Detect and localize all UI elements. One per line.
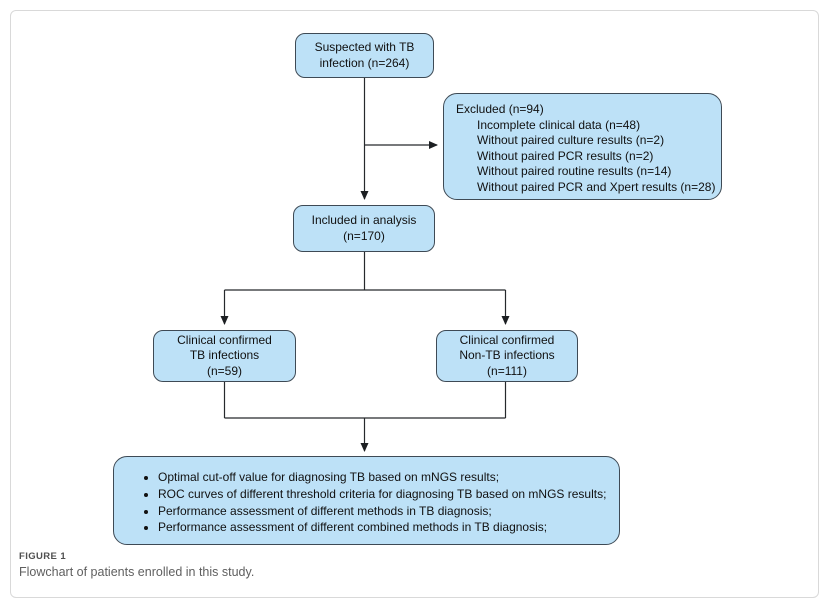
suspected-tb-line-1: Suspected with TB [314,40,415,54]
non-tb-confirmed-box: Clinical confirmed Non-TB infections (n=… [436,330,578,382]
tb-confirmed-line-2: TB infections [189,348,260,363]
figure-caption: FIGURE 1 Flowchart of patients enrolled … [19,551,254,579]
figure-caption-label: FIGURE 1 [19,551,67,562]
non-tb-confirmed-line-1: Clinical confirmed [459,332,555,347]
outcomes-item: Performance assessment of different comb… [158,519,609,536]
outcomes-item-list: Optimal cut-off value for diagnosing TB … [114,457,619,536]
tb-confirmed-line-3: (n=59) [206,363,243,378]
excluded-item: Without paired PCR and Xpert results (n=… [477,179,716,194]
excluded-box: Excluded (n=94) Incomplete clinical data… [443,93,722,200]
suspected-tb-box: Suspected with TB infection (n=264) [295,33,434,78]
excluded-item: Without paired routine results (n=14) [477,164,672,178]
tb-confirmed-box: Clinical confirmed TB infections (n=59) [153,330,296,382]
excluded-content: Excluded (n=94) Incomplete clinical data… [444,94,721,201]
outcomes-item: Optimal cut-off value for diagnosing TB … [158,469,609,486]
suspected-tb-line-2: infection (n=264) [319,55,410,70]
outcomes-item: ROC curves of different threshold criter… [158,486,609,503]
figure-caption-text: Flowchart of patients enrolled in this s… [19,565,255,579]
outcomes-box: Optimal cut-off value for diagnosing TB … [113,456,620,545]
non-tb-confirmed-line-3: (n=111) [487,363,527,378]
figure-frame [10,10,819,598]
excluded-item: Without paired culture results (n=2) [477,133,665,147]
outcomes-item: Performance assessment of different meth… [158,503,609,520]
tb-confirmed-line-1: Clinical confirmed [177,332,272,347]
included-line-2: (n=170) [343,228,385,243]
excluded-item: Without paired PCR results (n=2) [477,148,654,163]
non-tb-confirmed-line-2: Non-TB infections [459,348,555,363]
included-box: Included in analysis (n=170) [293,205,435,252]
excluded-item: Incomplete clinical data (n=48) [477,117,641,132]
included-line-1: Included in analysis [311,213,417,227]
excluded-title: Excluded (n=94) [456,102,544,116]
excluded-item-list: Incomplete clinical data (n=48)Without p… [456,117,716,196]
